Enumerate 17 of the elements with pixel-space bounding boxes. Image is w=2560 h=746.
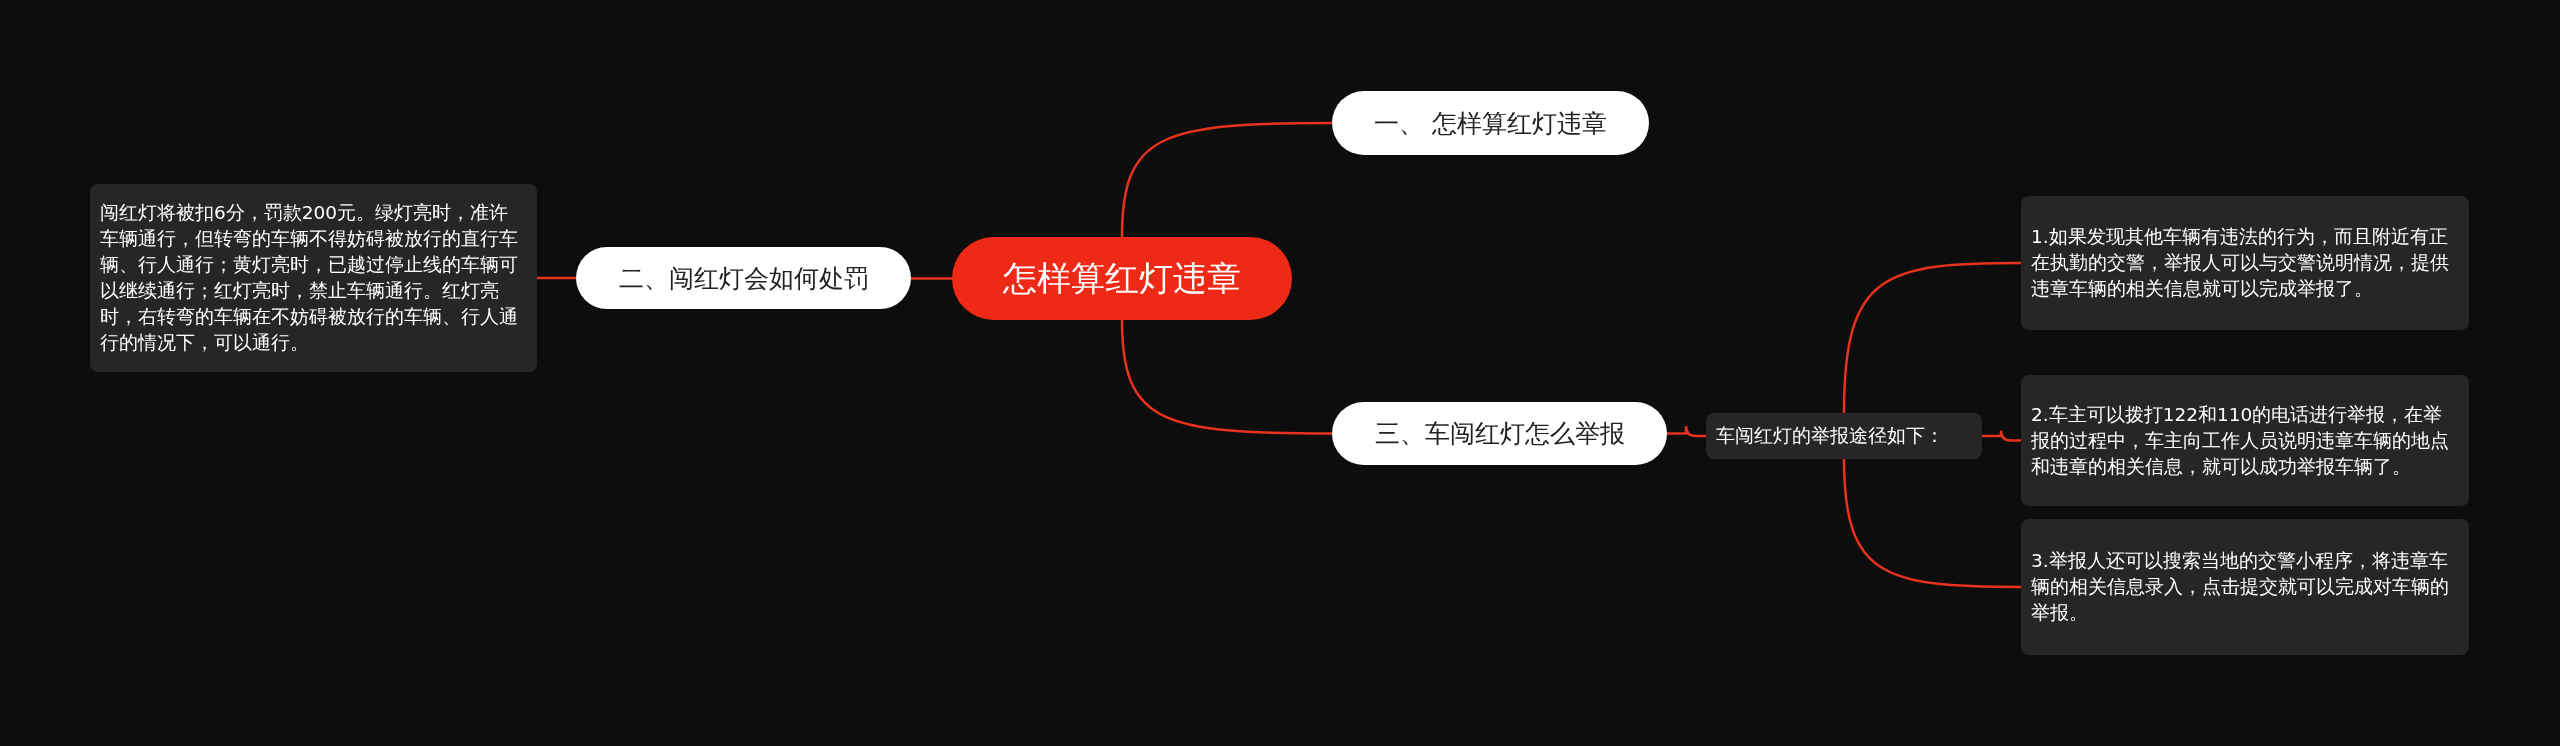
topic-pill: 三、车闯红灯怎么举报: [1332, 402, 1667, 465]
topic-pill: 二、闯红灯会如何处罚: [576, 247, 911, 309]
note-card: 闯红灯将被扣6分，罚款200元。绿灯亮时，准许车辆通行，但转弯的车辆不得妨碍被放行的直行车辆、行人通行；黄灯亮时，已越过停止线的车辆可以继续通行；红灯亮时，禁止车辆通行。红灯亮时，右转弯的车辆在不妨碍被放行的车辆、行人通行的情况下，可以通行。: [90, 184, 537, 372]
subtopic-card: 车闯红灯的举报途径如下：: [1706, 413, 1982, 459]
connector-line: [911, 277, 952, 280]
connector-line: [1120, 319, 1332, 435]
connector-line: [1842, 261, 2021, 414]
connector-line: [537, 276, 576, 280]
connector-line: [1982, 429, 2021, 442]
connector-line: [1120, 121, 1332, 238]
note-card: 2.车主可以拨打122和110的电话进行举报，在举报的过程中，车主向工作人员说明违章车辆的地点和违章的相关信息，就可以成功举报车辆了。: [2021, 375, 2469, 506]
connector-line: [1842, 458, 2021, 589]
note-card: 3.举报人还可以搜索当地的交警小程序，将违章车辆的相关信息录入，点击提交就可以完成对车辆的举报。: [2021, 519, 2469, 655]
note-card: 1.如果发现其他车辆有违法的行为，而且附近有正在执勤的交警，举报人可以与交警说明情况，提供违章车辆的相关信息就可以完成举报了。: [2021, 196, 2469, 330]
connector-line: [1667, 424, 1706, 438]
topic-pill: 一、 怎样算红灯违章: [1332, 91, 1649, 155]
central-topic: 怎样算红灯违章: [952, 237, 1292, 320]
